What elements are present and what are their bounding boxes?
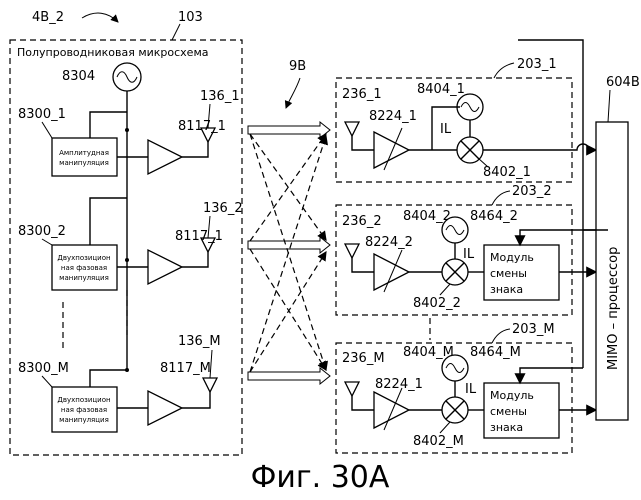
antM-ref-label: 136_M [178,334,221,349]
amp1-icon [148,140,182,174]
modM-line1: Двухпозицион [57,396,110,404]
ampM-to-ant [182,392,210,408]
mod2-line2: ная фазовая [61,264,107,272]
chip-ref-label: 103 [178,10,203,25]
r2-il-label: IL [463,247,475,262]
r1-amp-icon [374,132,409,168]
r1-ant-to-amp [352,136,374,150]
amp1-to-ant [182,142,208,157]
r1-ant-icon [345,122,359,136]
ant2-ref-label: 136_2 [203,201,243,216]
amp2-ref-label: 8117_1 [175,229,223,244]
rM-amp-icon [374,392,409,428]
modM-line2: ная фазовая [61,406,107,414]
rM-inv-line3: знака [490,421,523,434]
rM-inv-line1: Модуль [490,389,534,402]
rM-mix-ref: 8402_M [413,434,464,449]
rxM-ref-label: 203_M [512,322,555,337]
rM-ant-icon [345,382,359,396]
mimo-control-line [518,40,583,368]
ampM-icon [148,391,182,425]
mod1-block [52,138,117,176]
r2-inv-line2: смены [490,267,527,280]
rM-amp-ref: 8224_1 [375,377,423,392]
rx1-ref-label: 203_1 [517,57,557,72]
r2-mix-ref: 8402_2 [413,296,461,311]
mimo-ref-label: 604B [606,75,640,90]
lo-to-mod1 [90,112,127,138]
figure-caption: Фиг. 30А [251,460,390,495]
r2-amp-ref: 8224_2 [365,235,413,250]
rx2-ref-label: 203_2 [512,184,552,199]
ant1-ref-label: 136_1 [200,89,240,104]
rM-il-label: IL [465,382,477,397]
amp2-icon [148,250,182,284]
modM-line3: манипуляция [59,416,109,424]
mod1-line1: Амплитудная [59,149,109,157]
modM-ref-label: 8300_M [18,361,69,376]
channel-ref-label: 9B [289,59,306,74]
rM-inv-ref: 8464_M [470,345,521,360]
module-ref-label: 4B_2 [32,10,64,25]
amp1-ref-label: 8117_1 [178,119,226,134]
r2-ant-icon [345,244,359,258]
r1-il-label: IL [440,122,452,137]
mod2-ref-label: 8300_2 [18,224,66,239]
r2-inv-line1: Модуль [490,251,534,264]
chip-title: Полупроводниковая микросхема [17,46,209,59]
r2-amp-icon [374,254,409,290]
r1-mix-ref: 8402_1 [483,165,531,180]
osc-ref-label: 8304 [62,69,95,84]
antM-icon [203,378,217,392]
mod1-ref-label: 8300_1 [18,107,66,122]
mimo-label: MIMO – процессор [606,247,621,370]
r2-ant-ref: 236_2 [342,214,382,229]
r2-osc-ref: 8404_2 [403,209,451,224]
amp2-to-ant [182,252,208,267]
r1-amp-ref: 8224_1 [369,109,417,124]
module-ref-leader [82,13,118,22]
ampM-ref-label: 8117_M [160,361,211,376]
channel-paths [248,122,330,384]
chip-ref-leader [172,24,180,40]
mod2-line1: Двухпозицион [57,254,110,262]
r1-osc-ref: 8404_1 [417,82,465,97]
rM-ant-ref: 236_M [342,351,385,366]
rM-inv-line2: смены [490,405,527,418]
lo-to-mod2 [90,198,127,245]
r1-ant-ref: 236_1 [342,87,382,102]
lo-to-modM [90,370,127,387]
r2-inv-line3: знака [490,283,523,296]
mod2-line3: манипуляция [59,274,109,282]
mod1-line2: манипуляция [59,159,109,167]
r2-inv-ref: 8464_2 [470,209,518,224]
